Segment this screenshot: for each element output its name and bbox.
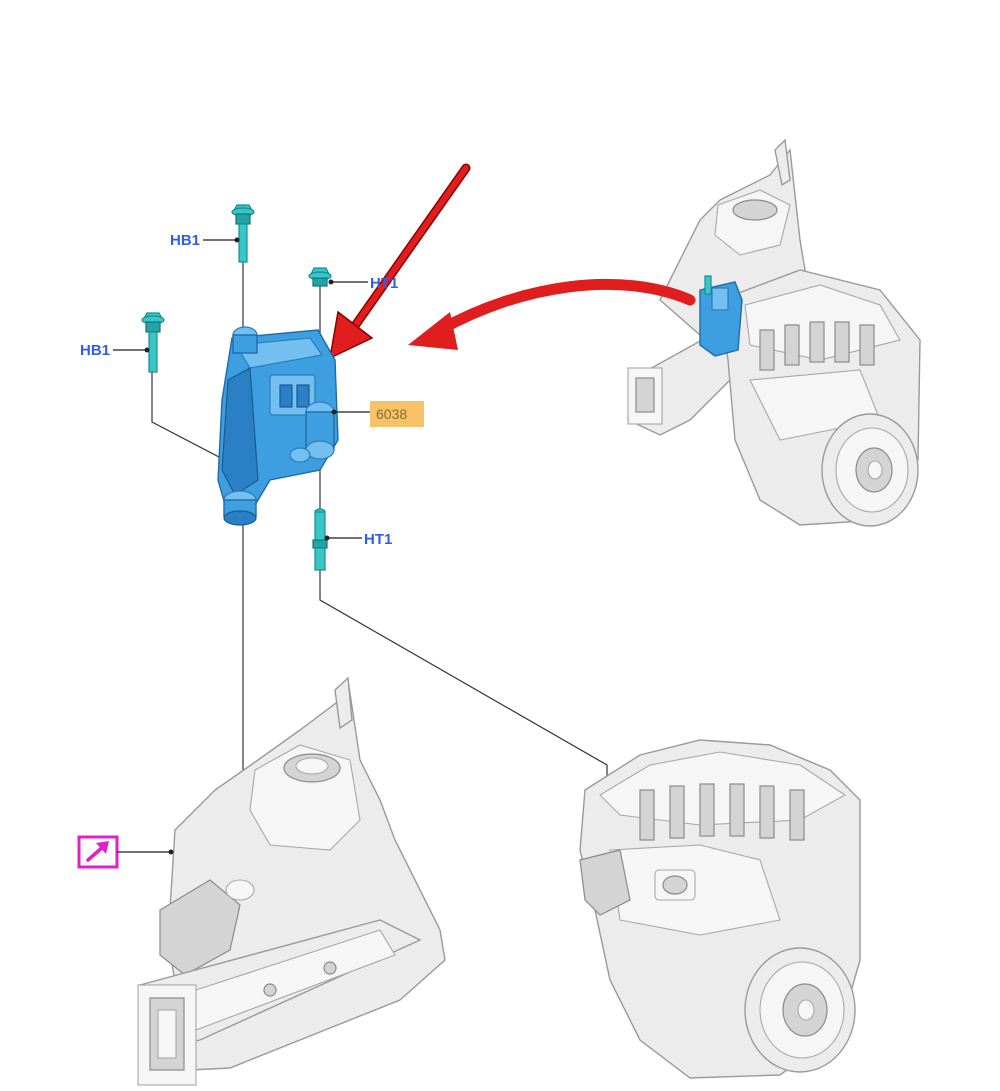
callout-hb1-upper-label: HB1 (170, 232, 200, 249)
body-frame-rail (137, 676, 446, 1086)
stud-ht1-lower[interactable] (312, 508, 328, 571)
callout-ht1-upper-label: HT1 (370, 275, 398, 292)
arrow-up-right-icon (86, 841, 109, 862)
callout-ht1-upper[interactable]: HT1 (328, 275, 399, 292)
bolt-hb1-upper[interactable] (231, 204, 255, 263)
reference-link[interactable] (77, 835, 174, 869)
callout-hb1-left-label: HB1 (80, 342, 110, 359)
bolt-hb1-left[interactable] (141, 312, 165, 373)
callout-hb1-left[interactable]: HB1 (80, 342, 150, 359)
callout-ht1-lower[interactable]: HT1 (324, 531, 393, 548)
part-number-label: 6038 (376, 406, 407, 422)
pointer-arrow (329, 163, 471, 360)
location-arrow (408, 278, 696, 350)
callout-hb1-upper[interactable]: HB1 (170, 232, 240, 249)
engine-assembly (579, 739, 861, 1079)
bolt-ht1-upper[interactable] (308, 267, 332, 287)
engine-mount-part[interactable] (217, 326, 339, 526)
part-number-highlight (370, 401, 424, 427)
callout-ht1-lower-label: HT1 (364, 531, 392, 548)
callout-part-6038[interactable]: 6038 (331, 401, 425, 427)
context-assembly-view (627, 138, 921, 527)
